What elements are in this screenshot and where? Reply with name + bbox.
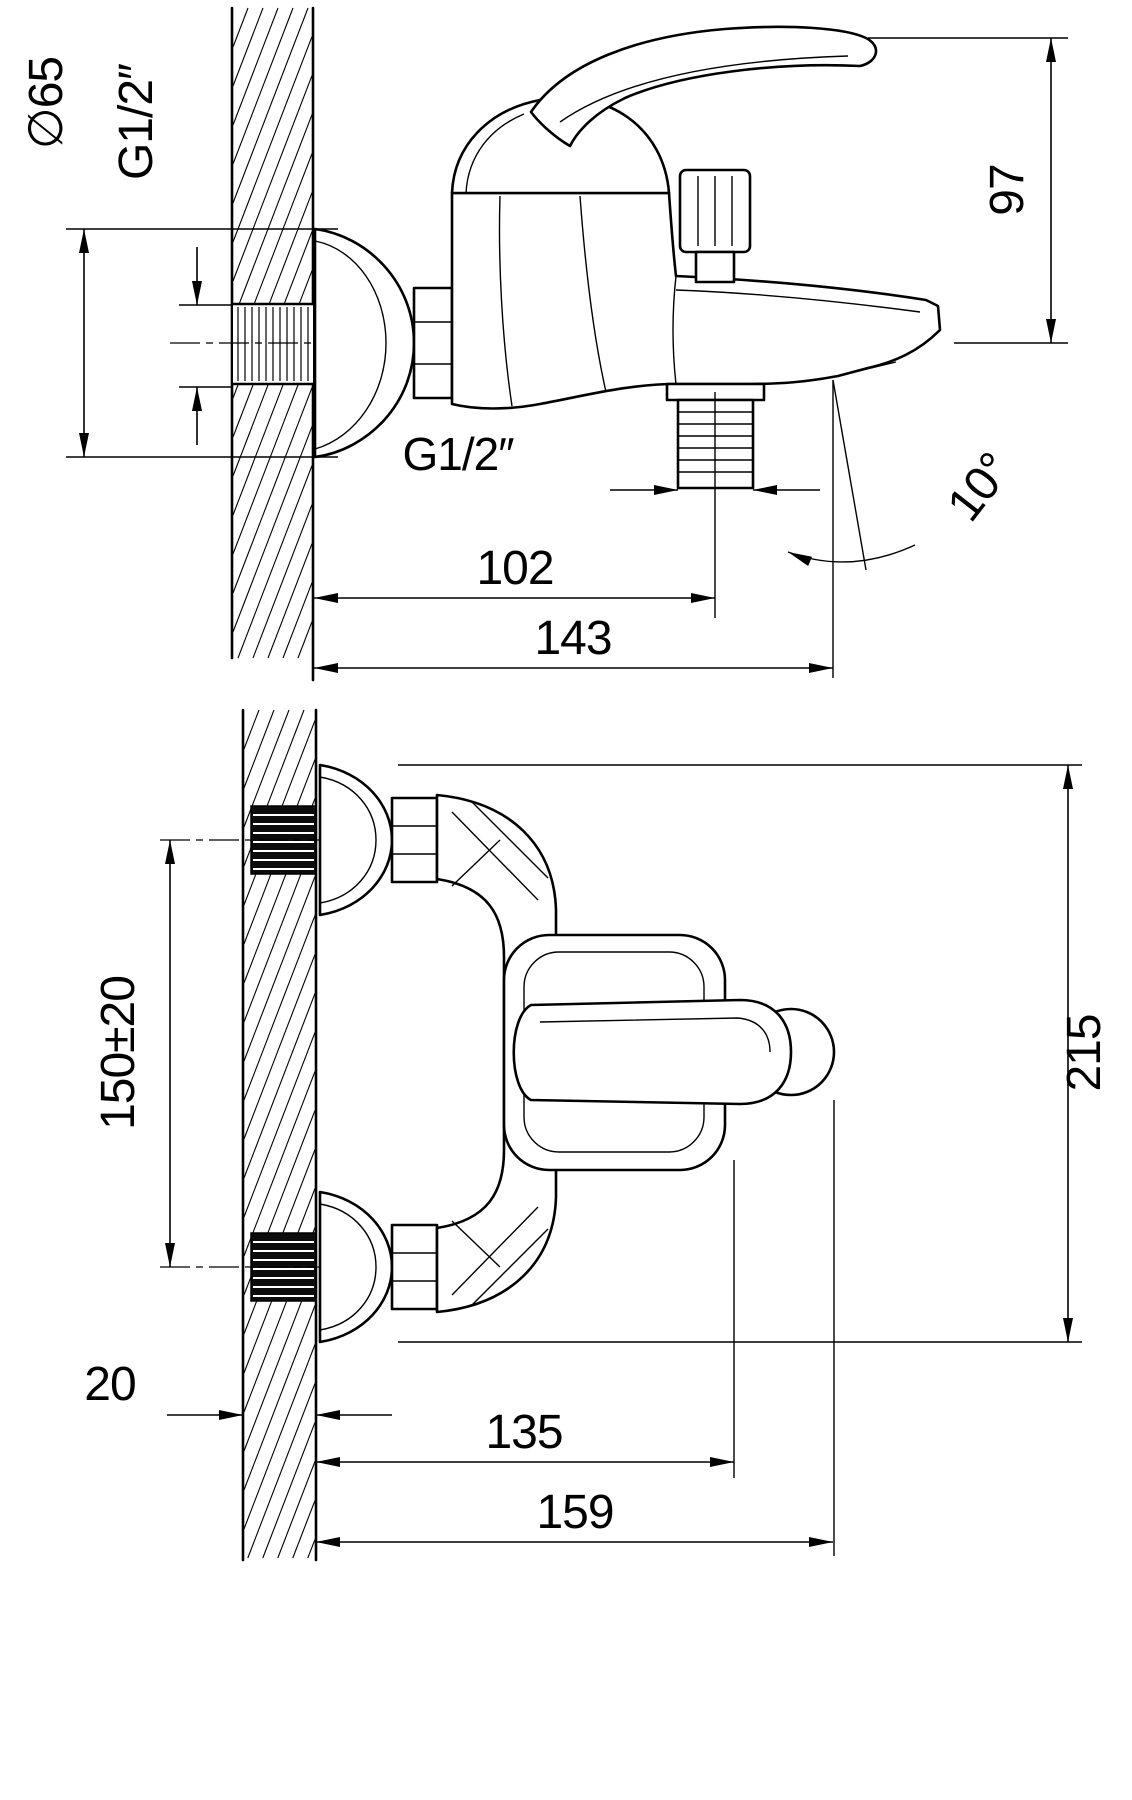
dim-spout-reach-143: 143 [314, 380, 834, 678]
faucet-body-side [450, 191, 942, 410]
hex-nut-top [390, 796, 439, 884]
hex-nut-bottom [390, 1223, 439, 1311]
dim-handle-depth-135: 135 [316, 1160, 735, 1478]
side-view: ∅65 G1/2″ 97 G1/2″ [20, 6, 1068, 682]
handle-lever-side [450, 25, 878, 195]
label-handle-depth-135: 135 [485, 1406, 562, 1459]
escutcheon-side [313, 227, 416, 459]
dim-wall-thickness-20: 20 [84, 1358, 392, 1420]
diverter-knob [678, 168, 752, 284]
hex-adapter [412, 286, 454, 400]
dim-flange-diameter: ∅65 [20, 57, 338, 458]
label-outlet-offset-102: 102 [476, 542, 553, 595]
label-spout-angle-10: 10° [937, 444, 1022, 531]
dim-outlet-thread: G1/2″ [402, 428, 820, 495]
handle-lever-plan [512, 998, 793, 1106]
label-outlet-thread: G1/2″ [402, 428, 514, 480]
escutcheon-plan-top [318, 763, 394, 917]
wall-section-plan [241, 708, 318, 1562]
dim-wall-thread: G1/2″ [110, 63, 233, 445]
plan-view: 150±20 215 20 135 [84, 708, 1111, 1562]
label-overall-depth-159: 159 [536, 1486, 613, 1539]
dim-outlet-offset-102: 102 [314, 392, 716, 618]
dim-height-97: 97 [868, 37, 1068, 344]
label-wall-thread: G1/2″ [110, 63, 163, 180]
dim-overall-depth-159: 159 [316, 1100, 835, 1556]
escutcheon-plan-bottom [318, 1190, 394, 1344]
inlet-pipe-thread [231, 302, 315, 386]
label-inlet-spacing-150: 150±20 [92, 976, 145, 1130]
dim-overall-width-215: 215 [398, 764, 1111, 1343]
dim-inlet-spacing-150: 150±20 [92, 840, 175, 1267]
label-wall-thickness-20: 20 [84, 1358, 135, 1411]
label-overall-width-215: 215 [1058, 1014, 1111, 1091]
dim-spout-angle-10: 10° [787, 379, 1022, 571]
label-spout-reach-143: 143 [534, 612, 611, 665]
label-flange-diameter: ∅65 [20, 57, 73, 149]
label-height-97: 97 [981, 164, 1034, 215]
